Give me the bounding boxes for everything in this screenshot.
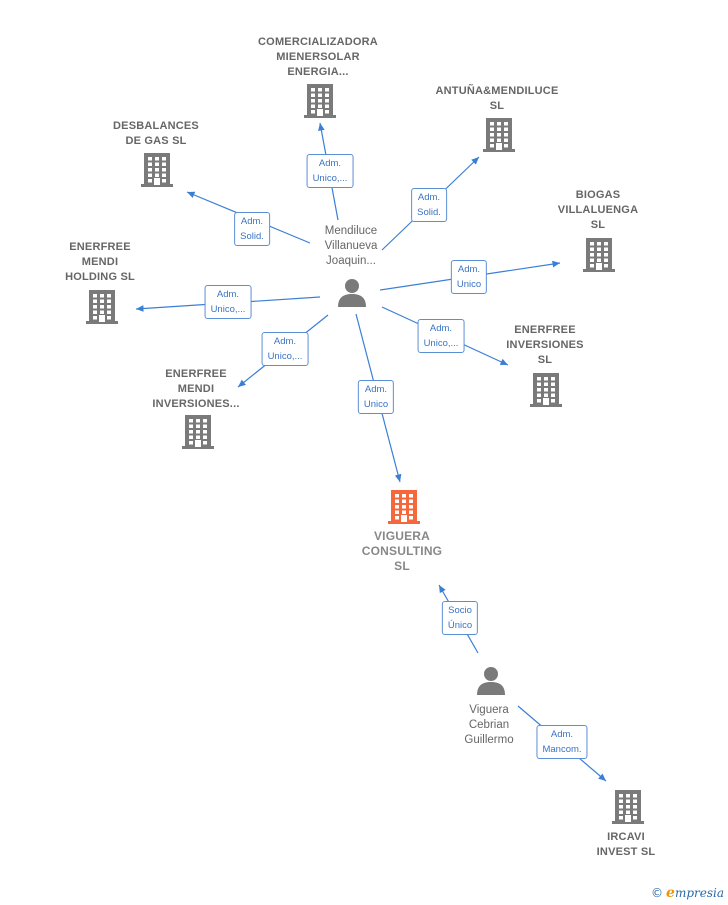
node-label-line: CONSULTING — [361, 544, 443, 558]
person-icon[interactable] — [338, 279, 366, 307]
node-label-line: DE GAS SL — [125, 135, 187, 147]
edge-label[interactable]: Adm. Mancom. — [536, 725, 588, 759]
node-label-line: MIENERSOLAR — [276, 51, 360, 63]
brand-initial: e — [666, 885, 675, 901]
node-label-line: INVERSIONES — [506, 339, 584, 351]
node-label-line: ENERGIA... — [287, 66, 349, 78]
edge-label[interactable]: Adm. Solid. — [234, 212, 270, 246]
edge-label-line: Unico,... — [267, 351, 303, 362]
building-icon[interactable] — [583, 238, 615, 272]
node-label-line: Cebrian — [468, 719, 510, 731]
node-label-line: Joaquin... — [326, 255, 376, 267]
edge-label-line: Adm. — [457, 264, 481, 275]
node-label-line: Mendiluce — [324, 225, 378, 237]
edge-label-line: Adm. — [364, 384, 388, 395]
edge-label-line: Adm. — [550, 729, 574, 740]
person-icon[interactable] — [477, 667, 505, 695]
edge-label[interactable]: Adm. Unico,... — [204, 285, 252, 319]
edge-label[interactable]: Adm. Unico,... — [417, 319, 465, 353]
edge-label-line: Único — [447, 620, 473, 631]
edge-label-line: Unico,... — [312, 173, 348, 184]
node-label-line: COMERCIALIZADORA — [258, 36, 378, 48]
node-label-line: SL — [394, 559, 410, 573]
edge-label-line: Unico — [363, 399, 389, 410]
edge-label-line: Solid. — [240, 231, 264, 242]
node-label-desbalances[interactable]: DESBALANCES DE GAS SL — [113, 119, 199, 149]
edge-label[interactable]: Adm. Unico — [450, 260, 488, 294]
node-label-line: VIGUERA — [373, 529, 431, 543]
node-label-line: BIOGAS — [575, 189, 621, 201]
building-icon[interactable] — [141, 153, 173, 187]
edge-label-line: Adm. — [417, 192, 441, 203]
building-icon[interactable] — [483, 118, 515, 152]
edge-label[interactable]: Adm. Unico,... — [261, 332, 309, 366]
node-label-line: Guillermo — [464, 734, 514, 746]
building-icon[interactable] — [612, 790, 644, 824]
edge-label[interactable]: Adm. Unico — [357, 380, 395, 414]
node-label-line: HOLDING SL — [65, 271, 135, 283]
node-label-enerfree_inversiones_sl[interactable]: ENERFREE INVERSIONES SL — [506, 323, 583, 368]
focus-building-icon[interactable] — [388, 490, 420, 524]
node-label-line: SL — [489, 100, 505, 112]
node-label-line: ANTUÑA&MENDILUCE — [435, 85, 559, 97]
node-label-line: ENERFREE — [514, 324, 576, 336]
node-label-line: DESBALANCES — [113, 120, 199, 132]
node-label-line: SL — [590, 219, 606, 231]
brand-logo: ©empresia — [651, 885, 724, 901]
edge-label-line: Adm. — [273, 336, 297, 347]
edge-label[interactable]: Adm. Solid. — [411, 188, 447, 222]
node-label-antunamendiluce[interactable]: ANTUÑA&MENDILUCE SL — [436, 84, 559, 114]
node-label-line: MENDI — [177, 383, 215, 395]
brand-name: mpresia — [674, 886, 724, 900]
building-icon[interactable] — [86, 290, 118, 324]
edge-label-line: Unico,... — [210, 304, 246, 315]
copyright-symbol: © — [651, 886, 664, 900]
node-label-line: Viguera — [469, 704, 509, 716]
building-icon[interactable] — [182, 415, 214, 449]
edge-label-line: Unico,... — [423, 338, 459, 349]
node-label-line: Villanueva — [324, 240, 378, 252]
edge-label-line: Mancom. — [542, 744, 582, 755]
node-label-comercializadora[interactable]: COMERCIALIZADORA MIENERSOLAR ENERGIA... — [258, 35, 378, 80]
node-label-line: MENDI — [81, 256, 119, 268]
edge-label-line: Adm. — [429, 323, 453, 334]
edge-label-line: Adm. — [216, 289, 240, 300]
node-label-biogas[interactable]: BIOGAS VILLALUENGA SL — [558, 188, 638, 233]
edge-label-line: Unico — [456, 279, 482, 290]
node-label-line: INVERSIONES... — [152, 398, 240, 410]
node-label-enerfree_holding[interactable]: ENERFREE MENDI HOLDING SL — [65, 240, 135, 285]
building-icon[interactable] — [530, 373, 562, 407]
edge-label-line: Solid. — [417, 207, 441, 218]
edge-label-line: Adm. — [318, 158, 342, 169]
node-label-line: INVEST SL — [596, 846, 656, 858]
node-label-line: ENERFREE — [69, 241, 131, 253]
edge-label-line: Socio — [448, 605, 472, 616]
node-label-line: VILLALUENGA — [557, 204, 639, 216]
node-label-enerfree_mendi_inv[interactable]: ENERFREE MENDI INVERSIONES... — [152, 367, 239, 412]
edge-label-line: Adm. — [240, 216, 264, 227]
node-label-line: SL — [537, 354, 553, 366]
node-label-line: IRCAVI — [607, 831, 645, 843]
edge-label[interactable]: Adm. Unico,... — [306, 154, 354, 188]
node-label-line: ENERFREE — [165, 368, 227, 380]
building-icon[interactable] — [304, 84, 336, 118]
node-label-ircavi[interactable]: IRCAVI INVEST SL — [597, 830, 656, 860]
